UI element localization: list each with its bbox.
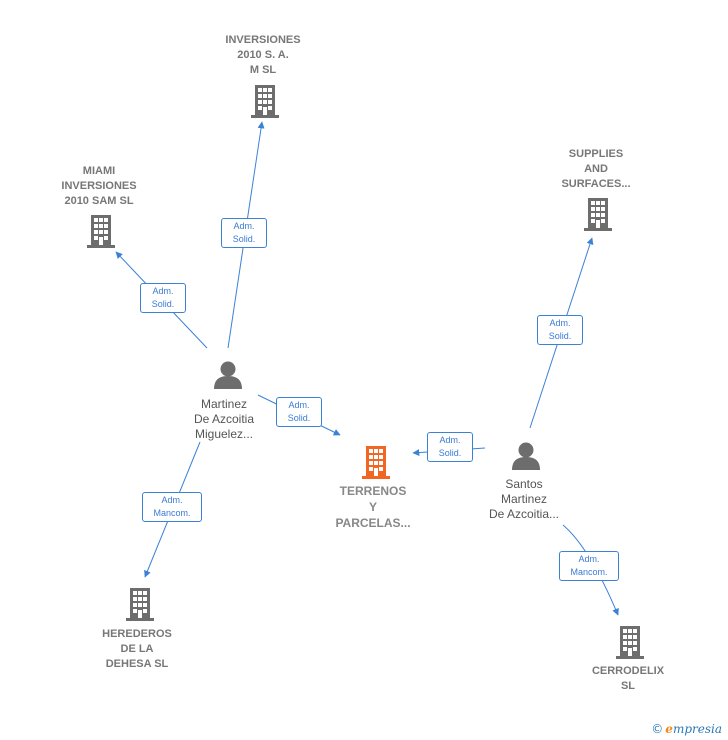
edge-label-adm-solid: Adm. Solid. xyxy=(140,283,186,313)
building-icon[interactable] xyxy=(584,198,612,231)
edge-label-adm-solid: Adm. Solid. xyxy=(427,432,473,462)
person-label-santos-martinez[interactable]: Santos Martinez De Azcoitia... xyxy=(488,477,560,521)
building-icon[interactable] xyxy=(251,85,279,118)
building-icon[interactable] xyxy=(126,588,154,621)
building-icon[interactable] xyxy=(87,215,115,248)
edge-label-adm-mancom: Adm. Mancom. xyxy=(142,492,202,522)
edge-label-adm-mancom: Adm. Mancom. xyxy=(559,551,619,581)
building-icon[interactable] xyxy=(616,626,644,659)
company-label-supplies-and-surfaces[interactable]: SUPPLIES AND SURFACES... xyxy=(561,148,631,190)
building-icon[interactable] xyxy=(362,446,390,479)
empresia-logo: ©empresia xyxy=(651,722,722,736)
edge-label-adm-solid: Adm. Solid. xyxy=(537,315,583,345)
company-label-miami-inversiones[interactable]: MIAMI INVERSIONES 2010 SAM SL xyxy=(61,165,137,207)
company-label-terrenos-y-parcelas[interactable]: TERRENOS Y PARCELAS... xyxy=(335,484,411,530)
company-label-cerrodelix[interactable]: CERRODELIX SL xyxy=(591,665,665,692)
company-label-inversiones-2010[interactable]: INVERSIONES 2010 S. A. M SL xyxy=(225,34,301,76)
person-label-martinez-de-azcoitia[interactable]: Martinez De Azcoitia Miguelez... xyxy=(193,397,255,441)
edge-label-adm-solid: Adm. Solid. xyxy=(276,397,322,427)
copyright-icon: © xyxy=(651,722,664,736)
person-icon[interactable] xyxy=(214,361,242,390)
edge-label-adm-solid: Adm. Solid. xyxy=(221,218,267,248)
company-label-herederos-de-la-dehesa[interactable]: HEREDEROS DE LA DEHESA SL xyxy=(102,628,172,670)
person-icon[interactable] xyxy=(512,442,540,471)
